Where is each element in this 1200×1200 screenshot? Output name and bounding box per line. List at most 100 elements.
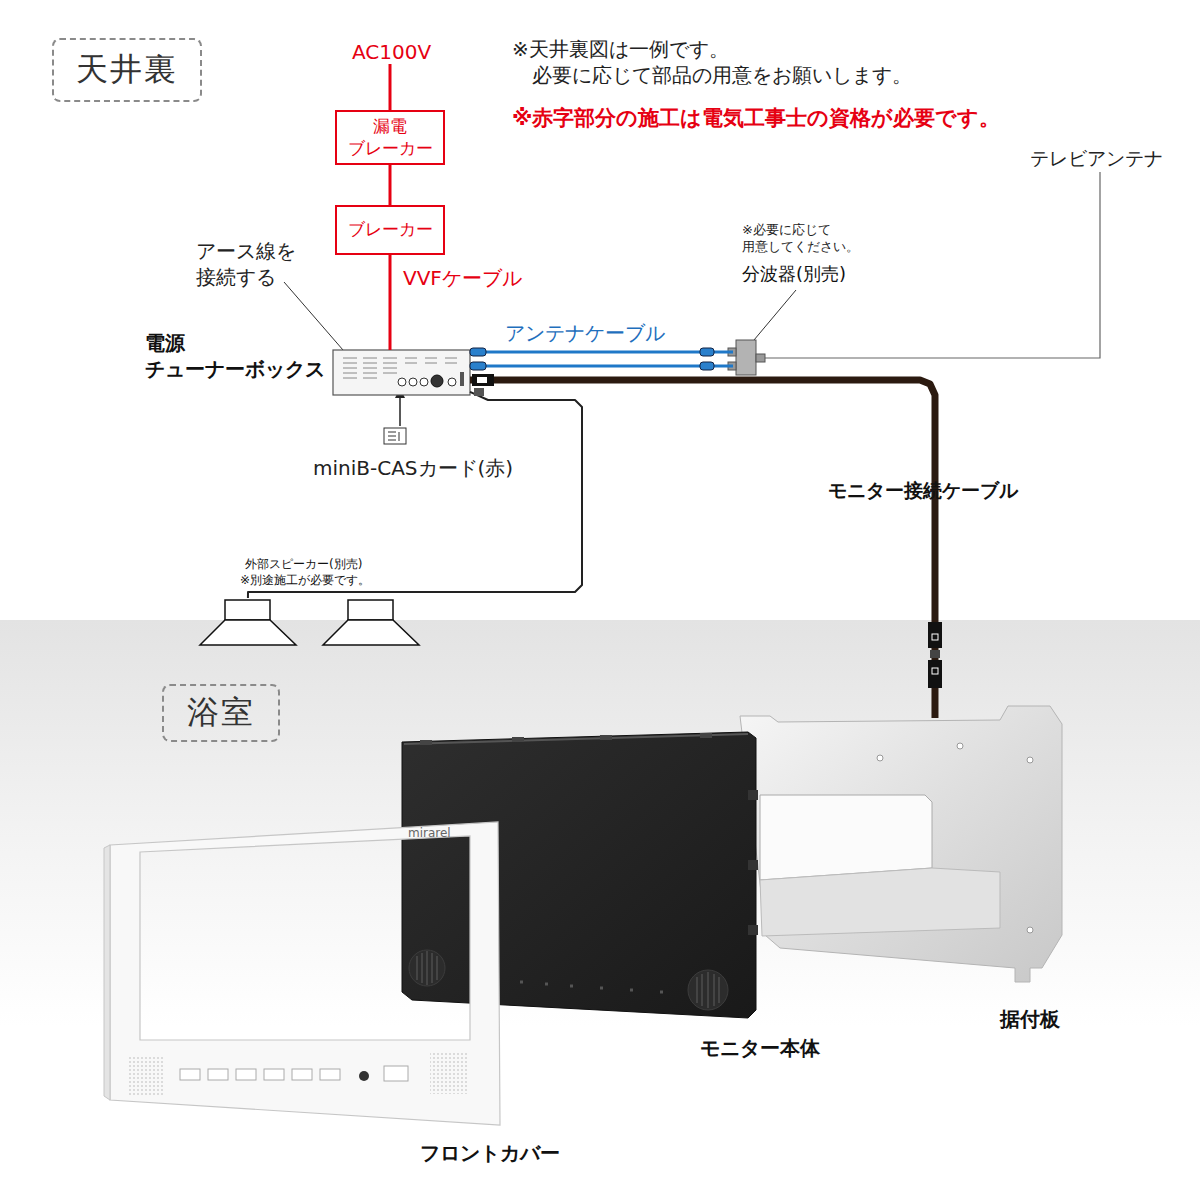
splitter: 分波器(別売) bbox=[733, 340, 758, 375]
note-text: ※必要に応じて 用意してください。 bbox=[742, 222, 870, 256]
speaker-grill bbox=[128, 1055, 164, 1095]
plate-hole bbox=[1027, 757, 1033, 763]
monitor-notch bbox=[420, 740, 432, 745]
speaker-plug bbox=[474, 388, 484, 396]
breaker-box: 漏電 ブレーカー bbox=[335, 110, 445, 165]
leader-line bbox=[754, 290, 796, 340]
area-name: 天井裏 bbox=[76, 48, 178, 92]
area-box: 浴室 bbox=[162, 684, 280, 742]
part-name: フロントカバー bbox=[420, 1140, 560, 1167]
monitor-notch bbox=[600, 735, 612, 740]
coax-plug bbox=[470, 362, 486, 370]
jack-symbol bbox=[420, 378, 428, 386]
monitor-notch bbox=[700, 733, 712, 738]
mounting-plate: 据付板 bbox=[735, 718, 1065, 984]
jack-symbol bbox=[398, 378, 406, 386]
antenna-cable bbox=[470, 350, 733, 353]
plate-hole bbox=[957, 743, 963, 749]
sensor-symbol bbox=[359, 1071, 369, 1081]
tuner-box-illustration bbox=[333, 350, 470, 395]
front-cover bbox=[110, 822, 500, 1125]
jack-symbol bbox=[409, 378, 417, 386]
button-symbol bbox=[264, 1069, 284, 1080]
monitor-dots bbox=[520, 982, 663, 992]
speaker-cable bbox=[248, 392, 582, 598]
card-symbol bbox=[384, 428, 406, 444]
monitor-cable bbox=[470, 380, 935, 718]
splitter-illustration bbox=[736, 340, 756, 375]
part-name: miniB-CASカード(赤) bbox=[313, 455, 513, 482]
speaker-grill bbox=[430, 1052, 468, 1094]
tuner-vents bbox=[343, 358, 457, 378]
monitor-body bbox=[402, 732, 756, 1018]
breaker-name: ブレーカー bbox=[348, 219, 433, 240]
note-text: ※天井裏図は一例です。 必要に応じて部品の用意をお願いします。 bbox=[512, 36, 982, 88]
warning-note: ※赤字部分の施工は電気工事士の資格が必要です。 bbox=[512, 104, 1000, 132]
bathroom-background bbox=[0, 620, 1200, 1200]
cable-plug bbox=[472, 374, 494, 386]
callout-text: アース線を 接続する bbox=[196, 238, 301, 290]
part-name: 分波器(別売) bbox=[742, 262, 846, 286]
breaker-box: ブレーカー bbox=[335, 205, 445, 255]
tuner-box: 電源 チューナーボックス bbox=[333, 350, 470, 395]
cable-connector bbox=[928, 660, 942, 688]
coax-plug bbox=[700, 348, 714, 356]
splitter-port bbox=[756, 354, 765, 362]
button-symbol bbox=[208, 1069, 228, 1080]
power-cable bbox=[388, 255, 391, 350]
button-symbol bbox=[292, 1069, 312, 1080]
speaker-grill bbox=[697, 972, 719, 1008]
speaker-symbol bbox=[200, 620, 296, 645]
area-name: 浴室 bbox=[187, 691, 255, 735]
area-box: 天井裏 bbox=[52, 38, 202, 102]
part-name: 電源 チューナーボックス bbox=[145, 330, 330, 382]
mounting-plate bbox=[740, 706, 1062, 982]
speaker-grill bbox=[417, 951, 437, 985]
antenna-cable bbox=[470, 365, 733, 368]
monitor-notch bbox=[748, 925, 758, 935]
card-slot bbox=[460, 372, 464, 386]
part-name: 据付板 bbox=[1000, 1006, 1060, 1033]
cable-connector bbox=[930, 650, 940, 658]
monitor-notch bbox=[512, 737, 524, 742]
jack-symbol bbox=[431, 375, 443, 387]
button-symbol bbox=[180, 1069, 200, 1080]
part-name: テレビアンテナ bbox=[1030, 146, 1163, 172]
power-cable bbox=[389, 165, 392, 205]
coax-plug bbox=[700, 362, 714, 370]
speaker-symbol bbox=[225, 600, 270, 620]
monitor-edge bbox=[404, 734, 748, 744]
speaker-grill bbox=[409, 950, 445, 986]
button-symbol bbox=[320, 1069, 340, 1080]
insert-arrow bbox=[399, 396, 401, 426]
plate-shelf bbox=[760, 868, 1000, 936]
speaker-symbol bbox=[348, 600, 393, 620]
leader-line bbox=[284, 282, 343, 350]
speaker-grill bbox=[688, 970, 728, 1010]
plate-opening bbox=[760, 795, 932, 880]
monitor-notch bbox=[748, 790, 758, 800]
front-cover-edge bbox=[104, 845, 110, 1100]
power-wire bbox=[389, 64, 392, 110]
note-text: ※別途施工が必要です。 bbox=[240, 572, 370, 589]
card-symbol bbox=[388, 432, 399, 441]
plate-hole bbox=[877, 755, 883, 761]
voltage-label: AC100V bbox=[352, 40, 431, 64]
front-cover: mirarelフロントカバー bbox=[108, 822, 500, 1122]
monitor-unit: モニター本体 bbox=[400, 735, 756, 1020]
cable-connector bbox=[932, 634, 938, 640]
plate-hole bbox=[1027, 927, 1033, 933]
breaker-name: 漏電 ブレーカー bbox=[341, 116, 439, 159]
cable-connector bbox=[928, 622, 942, 648]
edge-label: アンテナケーブル bbox=[505, 320, 665, 347]
button-symbol bbox=[384, 1066, 408, 1081]
cable-connector bbox=[932, 668, 938, 674]
button-symbol bbox=[236, 1069, 256, 1080]
jack-symbol bbox=[448, 378, 456, 386]
coax-plug bbox=[470, 348, 486, 356]
cable-plug bbox=[477, 377, 487, 383]
